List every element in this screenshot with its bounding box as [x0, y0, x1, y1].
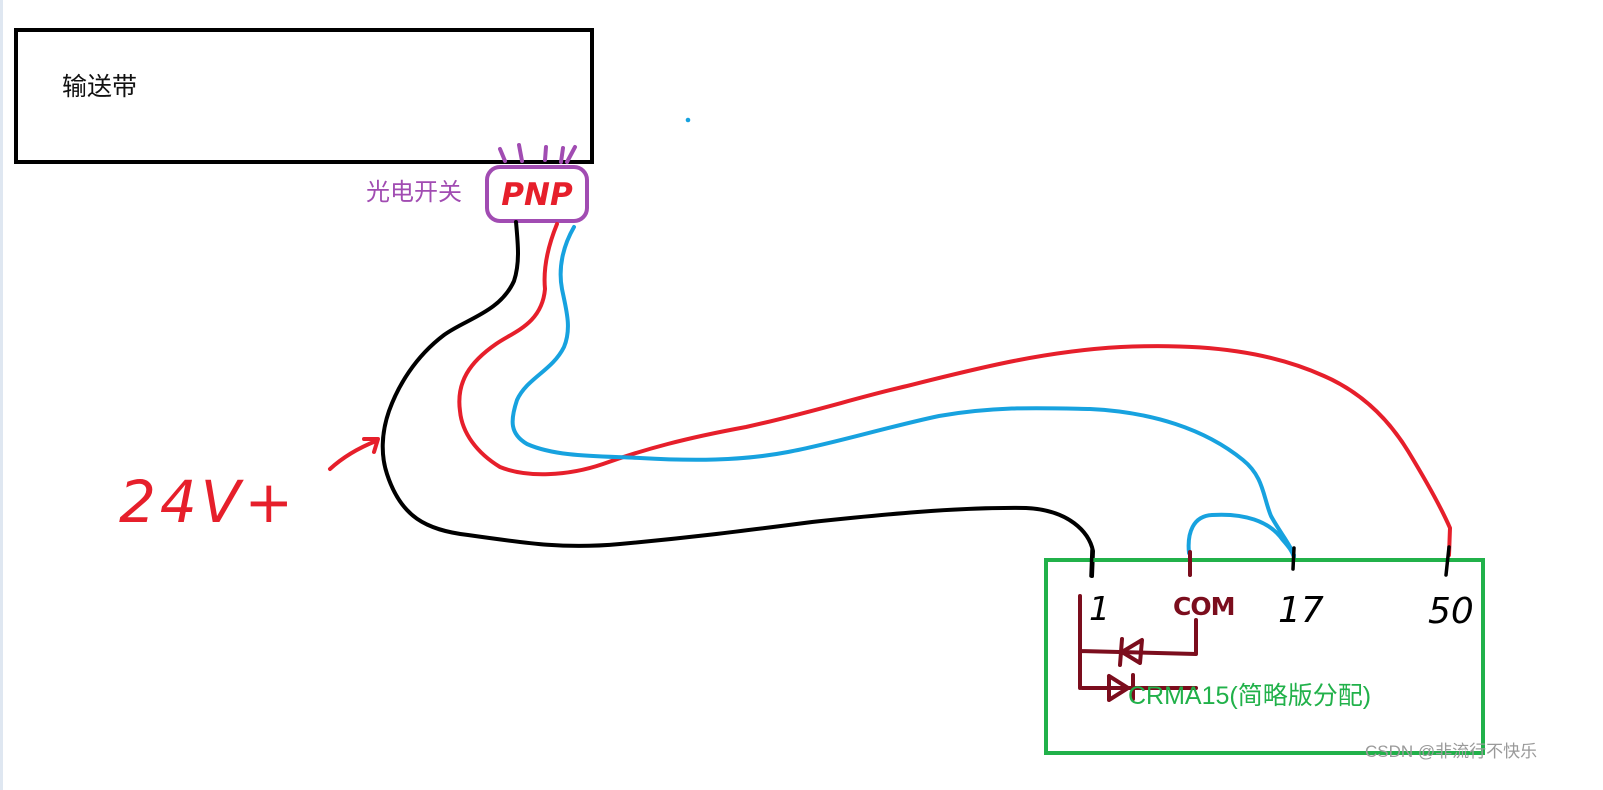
left-edge-strip	[0, 0, 3, 790]
voltage-annotation: 24V+	[119, 437, 380, 536]
voltage-label: 24V+	[119, 468, 297, 536]
switch-outline	[485, 165, 589, 223]
terminal-1-label: 1	[1089, 589, 1110, 628]
conveyor-belt-label: 输送带	[62, 72, 138, 101]
terminal-com-label: COM	[1173, 592, 1234, 621]
photoelectric-switch: PNP	[485, 143, 589, 223]
diode-circuit-lines	[1078, 594, 1198, 690]
photoelectric-switch-label: 光电开关	[366, 178, 462, 206]
black-wire	[380, 220, 1095, 578]
switch-type-text: PNP	[501, 177, 573, 213]
voltage-arrow	[328, 437, 380, 471]
terminal-17-label: 17	[1278, 590, 1324, 631]
stray-dot	[685, 117, 691, 123]
blue-com-jumper	[1186, 512, 1296, 559]
lower-diode-symbol	[1107, 673, 1135, 702]
conveyor-belt-box	[14, 28, 594, 164]
controller-outline	[1044, 558, 1485, 755]
red-wire	[457, 222, 1452, 557]
terminal-50-label: 50	[1428, 591, 1474, 632]
blue-wire	[510, 225, 1296, 557]
sensor-beam-marks	[498, 143, 577, 164]
controller-model-label: CRMA15(简略版分配)	[1128, 682, 1372, 710]
controller-box	[1044, 545, 1485, 755]
csdn-watermark: CSDN @非流行不快乐	[1365, 742, 1538, 761]
input-diode-circuit	[1078, 594, 1198, 702]
upper-diode-symbol	[1118, 637, 1144, 667]
